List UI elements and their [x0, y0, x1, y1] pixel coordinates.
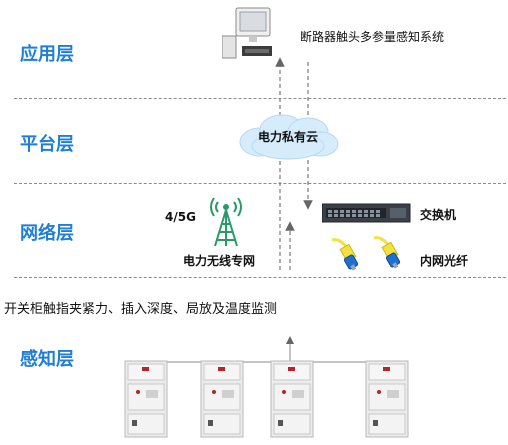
- wireless-label: 电力无线专网: [183, 254, 256, 268]
- fiber-connector-icon: [372, 232, 406, 270]
- fiber-label: 内网光纤: [420, 254, 469, 268]
- cell-tower-icon: [206, 196, 246, 248]
- divider-application-platform: [14, 98, 506, 99]
- desktop-computer-icon: [222, 6, 280, 62]
- layer-label-application: 应用层: [20, 44, 74, 65]
- layer-label-platform: 平台层: [20, 134, 74, 155]
- layer-label-perception: 感知层: [20, 349, 74, 370]
- switchgear-cabinet-icon: [200, 360, 244, 438]
- cloud-label: 电力私有云: [258, 130, 319, 144]
- switch-label: 交换机: [420, 208, 457, 222]
- fiber-connector-icon: [330, 234, 364, 272]
- switchgear-cabinet-icon: [365, 360, 409, 438]
- divider-platform-network: [14, 183, 506, 184]
- layer-label-network: 网络层: [20, 223, 74, 244]
- switchgear-cabinet-icon: [124, 360, 168, 438]
- monitoring-text: 开关柜触指夹紧力、插入深度、局放及温度监测: [4, 302, 278, 317]
- divider-network-perception: [14, 277, 506, 278]
- switchgear-cabinet-icon: [270, 360, 314, 438]
- cloud-icon: [236, 112, 340, 162]
- system-label: 断路器触头多参量感知系统: [300, 30, 445, 44]
- band-label: 4/5G: [165, 210, 196, 224]
- network-switch-icon: [322, 202, 412, 224]
